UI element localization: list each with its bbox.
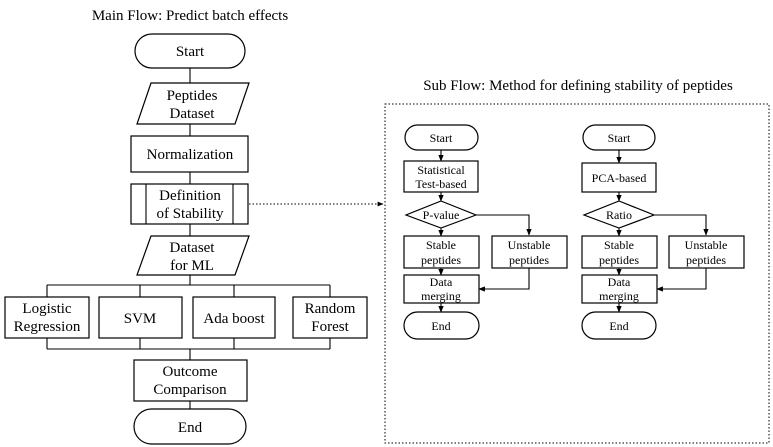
sub-right-end-label: End (609, 319, 628, 333)
sub-right-method-node: PCA-based (581, 162, 657, 193)
main-end-label: End (178, 420, 203, 436)
sub-left-decision-node: P-value (404, 200, 478, 229)
sub-right-merge-node: Data merging (581, 274, 658, 304)
adaboost-node: Ada boost (192, 296, 276, 339)
sub-left-merge-label-1: Data (430, 275, 453, 289)
outcome-label-1: Outcome (163, 364, 218, 380)
sub-flow-frame (384, 103, 770, 444)
random-forest-node: Random Forest (292, 296, 368, 339)
sub-left-stable-label-1: Stable (426, 238, 456, 252)
sub-left-start-node: Start (404, 124, 479, 151)
sub-right-stable-label-1: Stable (604, 238, 634, 252)
logistic-label-1: Logistic (22, 301, 72, 317)
sub-left-merge-node: Data merging (403, 274, 480, 304)
sub-right-start-label: Start (608, 131, 631, 145)
sub-left-end-label: End (431, 319, 450, 333)
main-end-node: End (133, 408, 247, 445)
logistic-regression-node: Logistic Regression (4, 296, 90, 339)
dataset-ml-label-1: Dataset (170, 240, 216, 256)
main-flow-connectors (46, 68, 331, 409)
sub-right-stable-label-2: peptides (599, 253, 639, 267)
dataset-for-ml-node: Dataset for ML (136, 235, 250, 276)
sub-right-unstable-label-1: Unstable (685, 238, 728, 252)
sub-left-unstable-label-2: peptides (509, 253, 549, 267)
sub-flow-title: Sub Flow: Method for defining stability … (423, 78, 733, 94)
peptides-dataset-label-1: Peptides (167, 88, 218, 104)
random-forest-label-1: Random (305, 301, 356, 317)
normalization-node: Normalization (130, 135, 249, 173)
sub-flow-right-connectors (616, 150, 709, 313)
sub-flow-left-connectors (438, 150, 532, 313)
sub-right-method-label: PCA-based (592, 171, 647, 185)
logistic-label-2: Regression (14, 319, 81, 335)
sub-right-unstable-label-2: peptides (686, 253, 726, 267)
sub-left-method-label-2: Test-based (415, 177, 466, 191)
normalization-label: Normalization (147, 147, 234, 163)
main-flow-title: Main Flow: Predict batch effects (92, 8, 289, 24)
sub-right-merge-label-1: Data (608, 275, 631, 289)
definition-of-stability-node: Definition of Stability (130, 183, 249, 225)
definition-label-1: Definition (159, 188, 221, 204)
svm-node: SVM (98, 296, 183, 339)
main-start-node: Start (134, 33, 246, 69)
sub-right-end-node: End (581, 311, 657, 340)
svm-label: SVM (124, 311, 157, 327)
sub-left-unstable-node: Unstable peptides (491, 235, 568, 269)
sub-right-merge-label-2: merging (599, 289, 639, 303)
definition-label-2: of Stability (156, 206, 224, 222)
adaboost-label: Ada boost (203, 311, 265, 327)
sub-right-stable-node: Stable peptides (581, 235, 658, 269)
outcome-label-2: Comparison (153, 382, 227, 398)
sub-left-merge-label-2: merging (421, 289, 461, 303)
sub-left-method-node: Statistical Test-based (403, 160, 479, 193)
sub-right-unstable-node: Unstable peptides (668, 235, 745, 269)
dataset-ml-label-2: for ML (170, 258, 214, 274)
sub-left-start-label: Start (430, 131, 453, 145)
sub-left-stable-node: Stable peptides (403, 235, 480, 269)
peptides-dataset-label-2: Dataset (170, 106, 216, 122)
main-start-label: Start (176, 44, 205, 60)
peptides-dataset-node: Peptides Dataset (136, 82, 250, 125)
sub-right-decision-label: Ratio (606, 208, 632, 222)
sub-right-start-node: Start (582, 124, 656, 151)
sub-left-end-node: End (403, 311, 480, 340)
sub-left-stable-label-2: peptides (421, 253, 461, 267)
outcome-comparison-node: Outcome Comparison (133, 359, 248, 402)
sub-right-decision-node: Ratio (582, 200, 656, 229)
sub-left-unstable-label-1: Unstable (508, 238, 551, 252)
sub-left-method-label-1: Statistical (417, 163, 465, 177)
random-forest-label-2: Forest (311, 319, 349, 335)
sub-left-decision-label: P-value (423, 208, 460, 222)
